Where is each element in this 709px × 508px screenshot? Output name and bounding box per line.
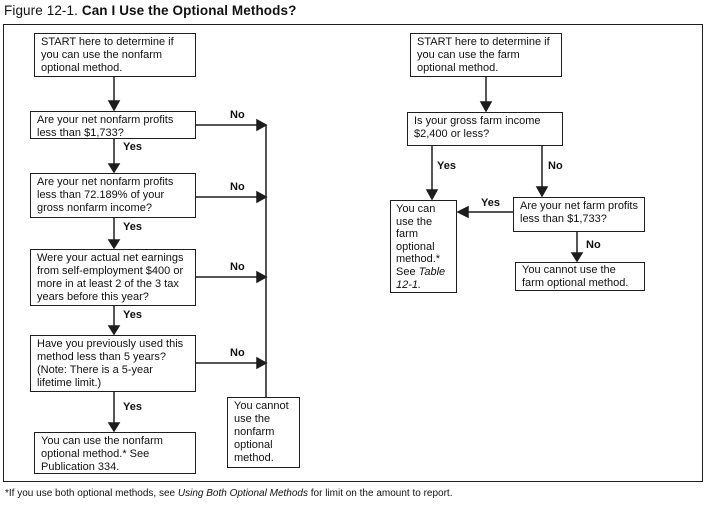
box-nonfarm-earnings-question: Were your actual net earnings from self-… <box>30 249 196 306</box>
label-yes-nonfarm-4: Yes <box>123 401 142 413</box>
label-no-nonfarm-1: No <box>230 109 245 121</box>
box-farm-can-use: You can use the farm optional method.* S… <box>390 200 457 293</box>
box-farm-profits-question: Are your net farm profits less than $1,7… <box>513 197 645 232</box>
figure-number: Figure 12-1. <box>4 3 82 18</box>
label-yes-farm-income: Yes <box>437 160 456 172</box>
footnote: *If you use both optional methods, see U… <box>5 488 452 499</box>
box-farm-cannot-use-text: You cannot use the farm optional method. <box>522 264 629 289</box>
footnote-prefix: *If you use both optional methods, see <box>5 488 178 499</box>
box-nonfarm-years-text: Have you previously used this method les… <box>37 338 184 389</box>
box-nonfarm-start-text: START here to determine if you can use t… <box>41 36 174 74</box>
box-nonfarm-percent-text: Are your net nonfarm profits less than 7… <box>37 176 174 214</box>
box-nonfarm-earnings-text: Were your actual net earnings from self-… <box>37 252 184 303</box>
box-nonfarm-percent-question: Are your net nonfarm profits less than 7… <box>30 173 196 218</box>
box-nonfarm-profits-question: Are your net nonfarm profits less than $… <box>30 111 196 139</box>
box-nonfarm-can-use: You can use the nonfarm optional method.… <box>34 432 196 474</box>
label-no-nonfarm-2: No <box>230 181 245 193</box>
box-farm-start: START here to determine if you can use t… <box>410 33 562 77</box>
box-nonfarm-cannot-use: You cannot use the nonfarm optional meth… <box>227 397 300 468</box>
box-farm-cannot-use: You cannot use the farm optional method. <box>515 262 645 291</box>
label-no-nonfarm-4: No <box>230 347 245 359</box>
label-no-farm-profits: No <box>586 239 601 251</box>
label-yes-nonfarm-1: Yes <box>123 141 142 153</box>
box-farm-can-use-text: You can use the farm optional method.* S… <box>396 203 441 278</box>
label-yes-nonfarm-2: Yes <box>123 221 142 233</box>
label-yes-nonfarm-3: Yes <box>123 309 142 321</box>
label-no-farm-income: No <box>548 160 563 172</box>
box-farm-income-text: Is your gross farm income $2,400 or less… <box>414 115 541 140</box>
box-farm-income-question: Is your gross farm income $2,400 or less… <box>407 112 563 146</box>
footnote-reference: Using Both Optional Methods <box>177 488 308 499</box>
box-nonfarm-profits-text: Are your net nonfarm profits less than $… <box>37 114 174 139</box>
box-farm-start-text: START here to determine if you can use t… <box>417 36 550 74</box>
box-farm-profits-text: Are your net farm profits less than $1,7… <box>520 200 638 225</box>
box-nonfarm-cannot-use-text: You cannot use the nonfarm optional meth… <box>234 400 289 464</box>
label-yes-farm-profits: Yes <box>481 197 500 209</box>
figure-title: Figure 12-1. Can I Use the Optional Meth… <box>4 3 296 18</box>
box-nonfarm-start: START here to determine if you can use t… <box>34 33 196 77</box>
footnote-suffix: for limit on the amount to report. <box>307 488 453 499</box>
box-farm-can-use-table-ref: Table 12-1. <box>396 265 446 291</box>
box-nonfarm-years-question: Have you previously used this method les… <box>30 335 196 392</box>
box-nonfarm-can-use-text: You can use the nonfarm optional method.… <box>41 435 163 473</box>
figure-heading: Can I Use the Optional Methods? <box>81 3 297 18</box>
label-no-nonfarm-3: No <box>230 261 245 273</box>
